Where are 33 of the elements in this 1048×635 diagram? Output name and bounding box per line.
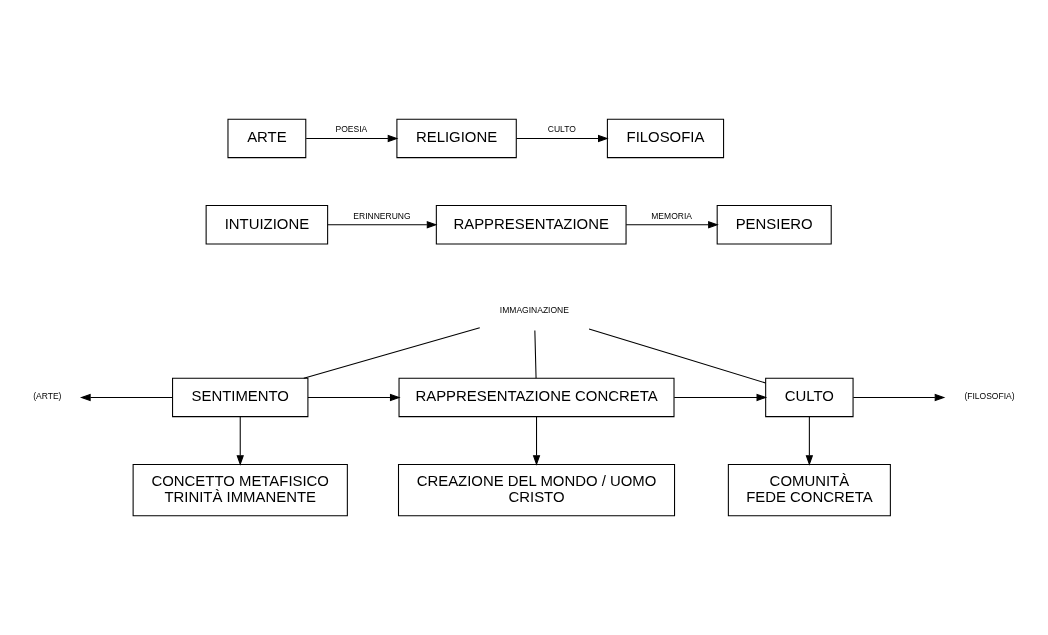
edge-label: POESIA	[335, 124, 368, 135]
arrow	[515, 134, 609, 143]
arrow	[805, 416, 814, 466]
arrow	[532, 416, 541, 466]
node-box: SENTIMENTO	[172, 377, 309, 418]
arrow	[673, 393, 768, 402]
arrow	[307, 393, 401, 402]
edge-label: CULTO	[547, 124, 576, 135]
node-box: CONCETTO METAFISICO TRINITÀ IMMANENTE	[132, 464, 348, 517]
node-box: CREAZIONE DEL MONDO / UOMO CRISTO	[397, 464, 676, 517]
node-box: CULTO	[765, 377, 854, 418]
node-box: COMUNITÀ FEDE CONCRETA	[727, 464, 891, 517]
arrow	[625, 221, 719, 229]
arrow	[236, 416, 244, 466]
connector	[303, 327, 481, 379]
node-box: INTUIZIONE	[205, 205, 329, 245]
node-box: FILOSOFIA	[606, 118, 725, 159]
arrow	[80, 393, 173, 402]
edge-label: MEMORIA	[651, 210, 692, 221]
connector	[534, 329, 537, 379]
arrow	[305, 134, 399, 143]
node-box: PENSIERO	[716, 205, 832, 245]
node-box: RAPPRESENTAZIONE	[435, 205, 627, 245]
node-text: (ARTE)	[33, 391, 62, 402]
arrow	[852, 393, 946, 402]
node-text: (FILOSOFIA)	[964, 391, 1015, 402]
node-box: RELIGIONE	[396, 118, 517, 159]
connector	[588, 328, 767, 384]
arrow	[327, 221, 438, 229]
edge-label: ERINNERUNG	[353, 210, 411, 221]
node-box: ARTE	[227, 118, 307, 159]
node-box: RAPPRESENTAZIONE CONCRETA	[398, 377, 675, 418]
node-text: IMMAGINAZIONE	[499, 305, 569, 316]
